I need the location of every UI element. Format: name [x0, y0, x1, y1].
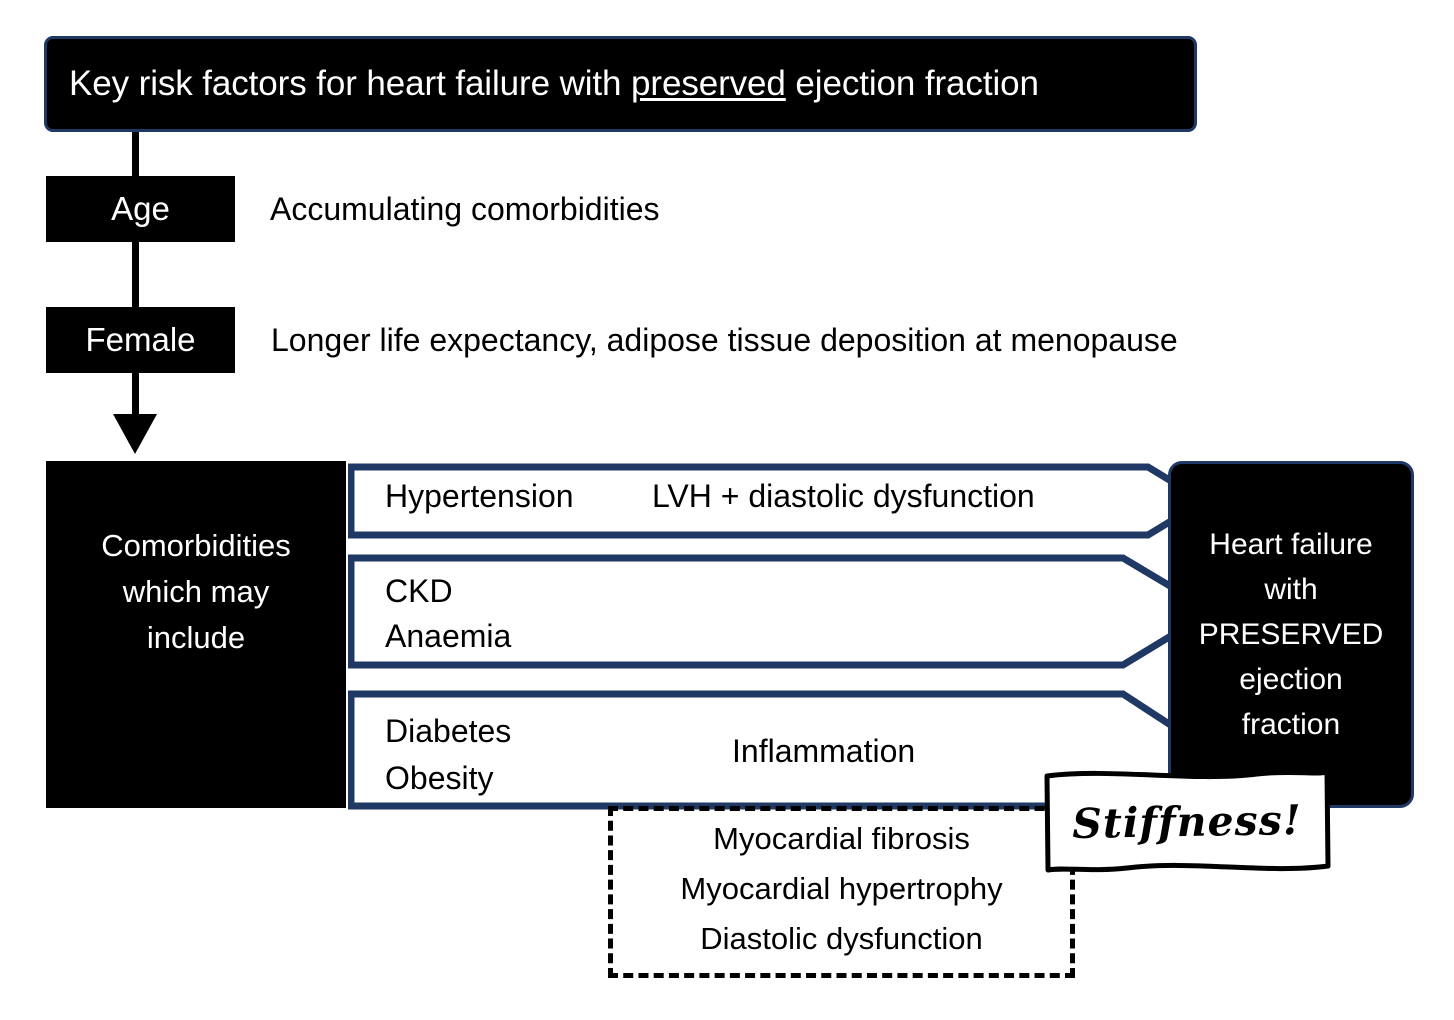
title-banner: Key risk factors for heart failure with … [44, 36, 1197, 132]
pathway-condition-ckd-anaemia: CKD Anaemia [385, 573, 512, 654]
consequences-dashed-box [608, 806, 1075, 978]
page-title: Key risk factors for heart failure with … [69, 64, 1039, 104]
stiffness-callout-label: Stiffness! [1071, 796, 1303, 848]
risk-description-female: Longer life expectancy, adipose tissue d… [271, 322, 1178, 358]
hfpef-outcome-box: Heart failure with PRESERVED ejection fr… [1168, 461, 1414, 808]
pathway-condition-hypertension: Hypertension [385, 478, 574, 514]
connector-line [132, 132, 139, 434]
comorbidities-source-box: Comorbidities which may include [46, 461, 346, 808]
pathway-arrow-ckd-anaemia-shape [348, 554, 1216, 669]
pathway-mechanism-hypertension: LVH + diastolic dysfunction [652, 478, 1035, 514]
risk-chip-female: Female [46, 307, 235, 373]
pathway-condition-diabetes-obesity: Diabetes Obesity [385, 713, 512, 796]
title-emphasis: preserved [631, 64, 786, 103]
title-suffix: ejection fraction [785, 64, 1039, 103]
comorbidities-source-label: Comorbidities which may include [101, 528, 291, 655]
connector-arrowhead-icon [113, 414, 157, 454]
title-prefix: Key risk factors for heart failure with [69, 64, 632, 103]
hfpef-outcome-label: Heart failure with PRESERVED ejection fr… [1198, 528, 1384, 741]
pathway-arrow-ckd-anaemia [348, 554, 1216, 669]
stiffness-callout-shape [1044, 769, 1331, 873]
consequences-label: Myocardial fibrosis Myocardial hypertrop… [680, 821, 1003, 956]
risk-description-age: Accumulating comorbidities [270, 191, 660, 227]
stiffness-callout: Stiffness! [1042, 766, 1332, 878]
pathway-mechanism-diabetes-obesity: Inflammation [732, 733, 916, 769]
risk-chip-female-label: Female [85, 321, 196, 358]
risk-chip-age: Age [46, 176, 235, 242]
risk-chip-age-label: Age [111, 190, 170, 227]
